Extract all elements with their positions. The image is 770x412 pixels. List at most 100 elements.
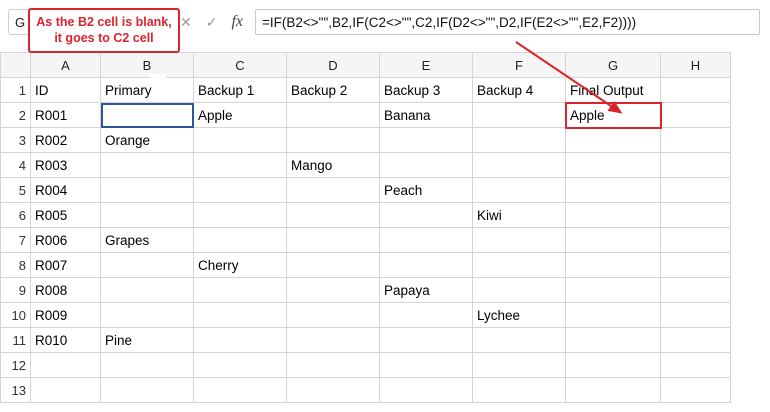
cell-c7[interactable] <box>193 227 287 253</box>
cell-g4[interactable] <box>565 152 661 178</box>
cell-c2[interactable]: Apple <box>193 102 287 128</box>
cell-g1[interactable]: Final Output <box>565 77 661 103</box>
cell-d7[interactable] <box>286 227 380 253</box>
cell-a7[interactable]: R006 <box>30 227 101 253</box>
cell-a11[interactable]: R010 <box>30 327 101 353</box>
cell-e4[interactable] <box>379 152 473 178</box>
cell-d2[interactable] <box>286 102 380 128</box>
cell-a9[interactable]: R008 <box>30 277 101 303</box>
cell-h1[interactable] <box>660 77 731 103</box>
column-header-g[interactable]: G <box>565 52 661 78</box>
column-header-h[interactable]: H <box>660 52 731 78</box>
cell-h6[interactable] <box>660 202 731 228</box>
cell-b7[interactable]: Grapes <box>100 227 194 253</box>
cell-e9[interactable]: Papaya <box>379 277 473 303</box>
row-header-13[interactable]: 13 <box>0 377 31 403</box>
cell-e2[interactable]: Banana <box>379 102 473 128</box>
column-header-e[interactable]: E <box>379 52 473 78</box>
cell-c4[interactable] <box>193 152 287 178</box>
cell-a4[interactable]: R003 <box>30 152 101 178</box>
cell-f13[interactable] <box>472 377 566 403</box>
cell-a1[interactable]: ID <box>30 77 101 103</box>
cell-h4[interactable] <box>660 152 731 178</box>
cell-f4[interactable] <box>472 152 566 178</box>
cell-b8[interactable] <box>100 252 194 278</box>
cell-f7[interactable] <box>472 227 566 253</box>
cell-g13[interactable] <box>565 377 661 403</box>
row-header-11[interactable]: 11 <box>0 327 31 353</box>
cell-d8[interactable] <box>286 252 380 278</box>
cell-d5[interactable] <box>286 177 380 203</box>
cell-e10[interactable] <box>379 302 473 328</box>
cell-d12[interactable] <box>286 352 380 378</box>
row-header-12[interactable]: 12 <box>0 352 31 378</box>
cell-f2[interactable] <box>472 102 566 128</box>
cell-b3[interactable]: Orange <box>100 127 194 153</box>
column-header-b[interactable]: B <box>100 52 194 78</box>
cell-c8[interactable]: Cherry <box>193 252 287 278</box>
cell-e12[interactable] <box>379 352 473 378</box>
row-header-8[interactable]: 8 <box>0 252 31 278</box>
row-header-2[interactable]: 2 <box>0 102 31 128</box>
cell-h9[interactable] <box>660 277 731 303</box>
column-header-f[interactable]: F <box>472 52 566 78</box>
fx-icon[interactable]: fx <box>231 13 244 30</box>
cell-b10[interactable] <box>100 302 194 328</box>
row-header-1[interactable]: 1 <box>0 77 31 103</box>
cell-g3[interactable] <box>565 127 661 153</box>
cell-d11[interactable] <box>286 327 380 353</box>
cell-g6[interactable] <box>565 202 661 228</box>
column-header-c[interactable]: C <box>193 52 287 78</box>
row-header-9[interactable]: 9 <box>0 277 31 303</box>
cell-a6[interactable]: R005 <box>30 202 101 228</box>
cell-a5[interactable]: R004 <box>30 177 101 203</box>
cell-h13[interactable] <box>660 377 731 403</box>
cell-h3[interactable] <box>660 127 731 153</box>
cell-d10[interactable] <box>286 302 380 328</box>
cell-a12[interactable] <box>30 352 101 378</box>
cell-h5[interactable] <box>660 177 731 203</box>
cell-b5[interactable] <box>100 177 194 203</box>
close-icon[interactable]: ✕ <box>180 13 192 30</box>
cell-b1[interactable]: Primary <box>100 77 194 103</box>
cell-f9[interactable] <box>472 277 566 303</box>
cell-g12[interactable] <box>565 352 661 378</box>
cell-h8[interactable] <box>660 252 731 278</box>
cell-c13[interactable] <box>193 377 287 403</box>
cell-c3[interactable] <box>193 127 287 153</box>
cell-e5[interactable]: Peach <box>379 177 473 203</box>
cell-c10[interactable] <box>193 302 287 328</box>
cell-b11[interactable]: Pine <box>100 327 194 353</box>
cell-d9[interactable] <box>286 277 380 303</box>
cell-e11[interactable] <box>379 327 473 353</box>
cell-c11[interactable] <box>193 327 287 353</box>
cell-e6[interactable] <box>379 202 473 228</box>
cell-g11[interactable] <box>565 327 661 353</box>
cell-b4[interactable] <box>100 152 194 178</box>
cell-a2[interactable]: R001 <box>30 102 101 128</box>
cell-e8[interactable] <box>379 252 473 278</box>
cell-f12[interactable] <box>472 352 566 378</box>
cell-g5[interactable] <box>565 177 661 203</box>
cell-b2[interactable] <box>100 102 194 128</box>
cell-e13[interactable] <box>379 377 473 403</box>
cell-d6[interactable] <box>286 202 380 228</box>
cell-d4[interactable]: Mango <box>286 152 380 178</box>
cell-f8[interactable] <box>472 252 566 278</box>
cell-f3[interactable] <box>472 127 566 153</box>
cell-a13[interactable] <box>30 377 101 403</box>
cell-f1[interactable]: Backup 4 <box>472 77 566 103</box>
row-header-4[interactable]: 4 <box>0 152 31 178</box>
row-header-6[interactable]: 6 <box>0 202 31 228</box>
cell-e7[interactable] <box>379 227 473 253</box>
cell-a10[interactable]: R009 <box>30 302 101 328</box>
cell-b12[interactable] <box>100 352 194 378</box>
cell-c1[interactable]: Backup 1 <box>193 77 287 103</box>
cell-g7[interactable] <box>565 227 661 253</box>
cell-g8[interactable] <box>565 252 661 278</box>
cell-c5[interactable] <box>193 177 287 203</box>
cell-a3[interactable]: R002 <box>30 127 101 153</box>
row-header-7[interactable]: 7 <box>0 227 31 253</box>
cell-g10[interactable] <box>565 302 661 328</box>
select-all-corner[interactable] <box>0 52 31 78</box>
